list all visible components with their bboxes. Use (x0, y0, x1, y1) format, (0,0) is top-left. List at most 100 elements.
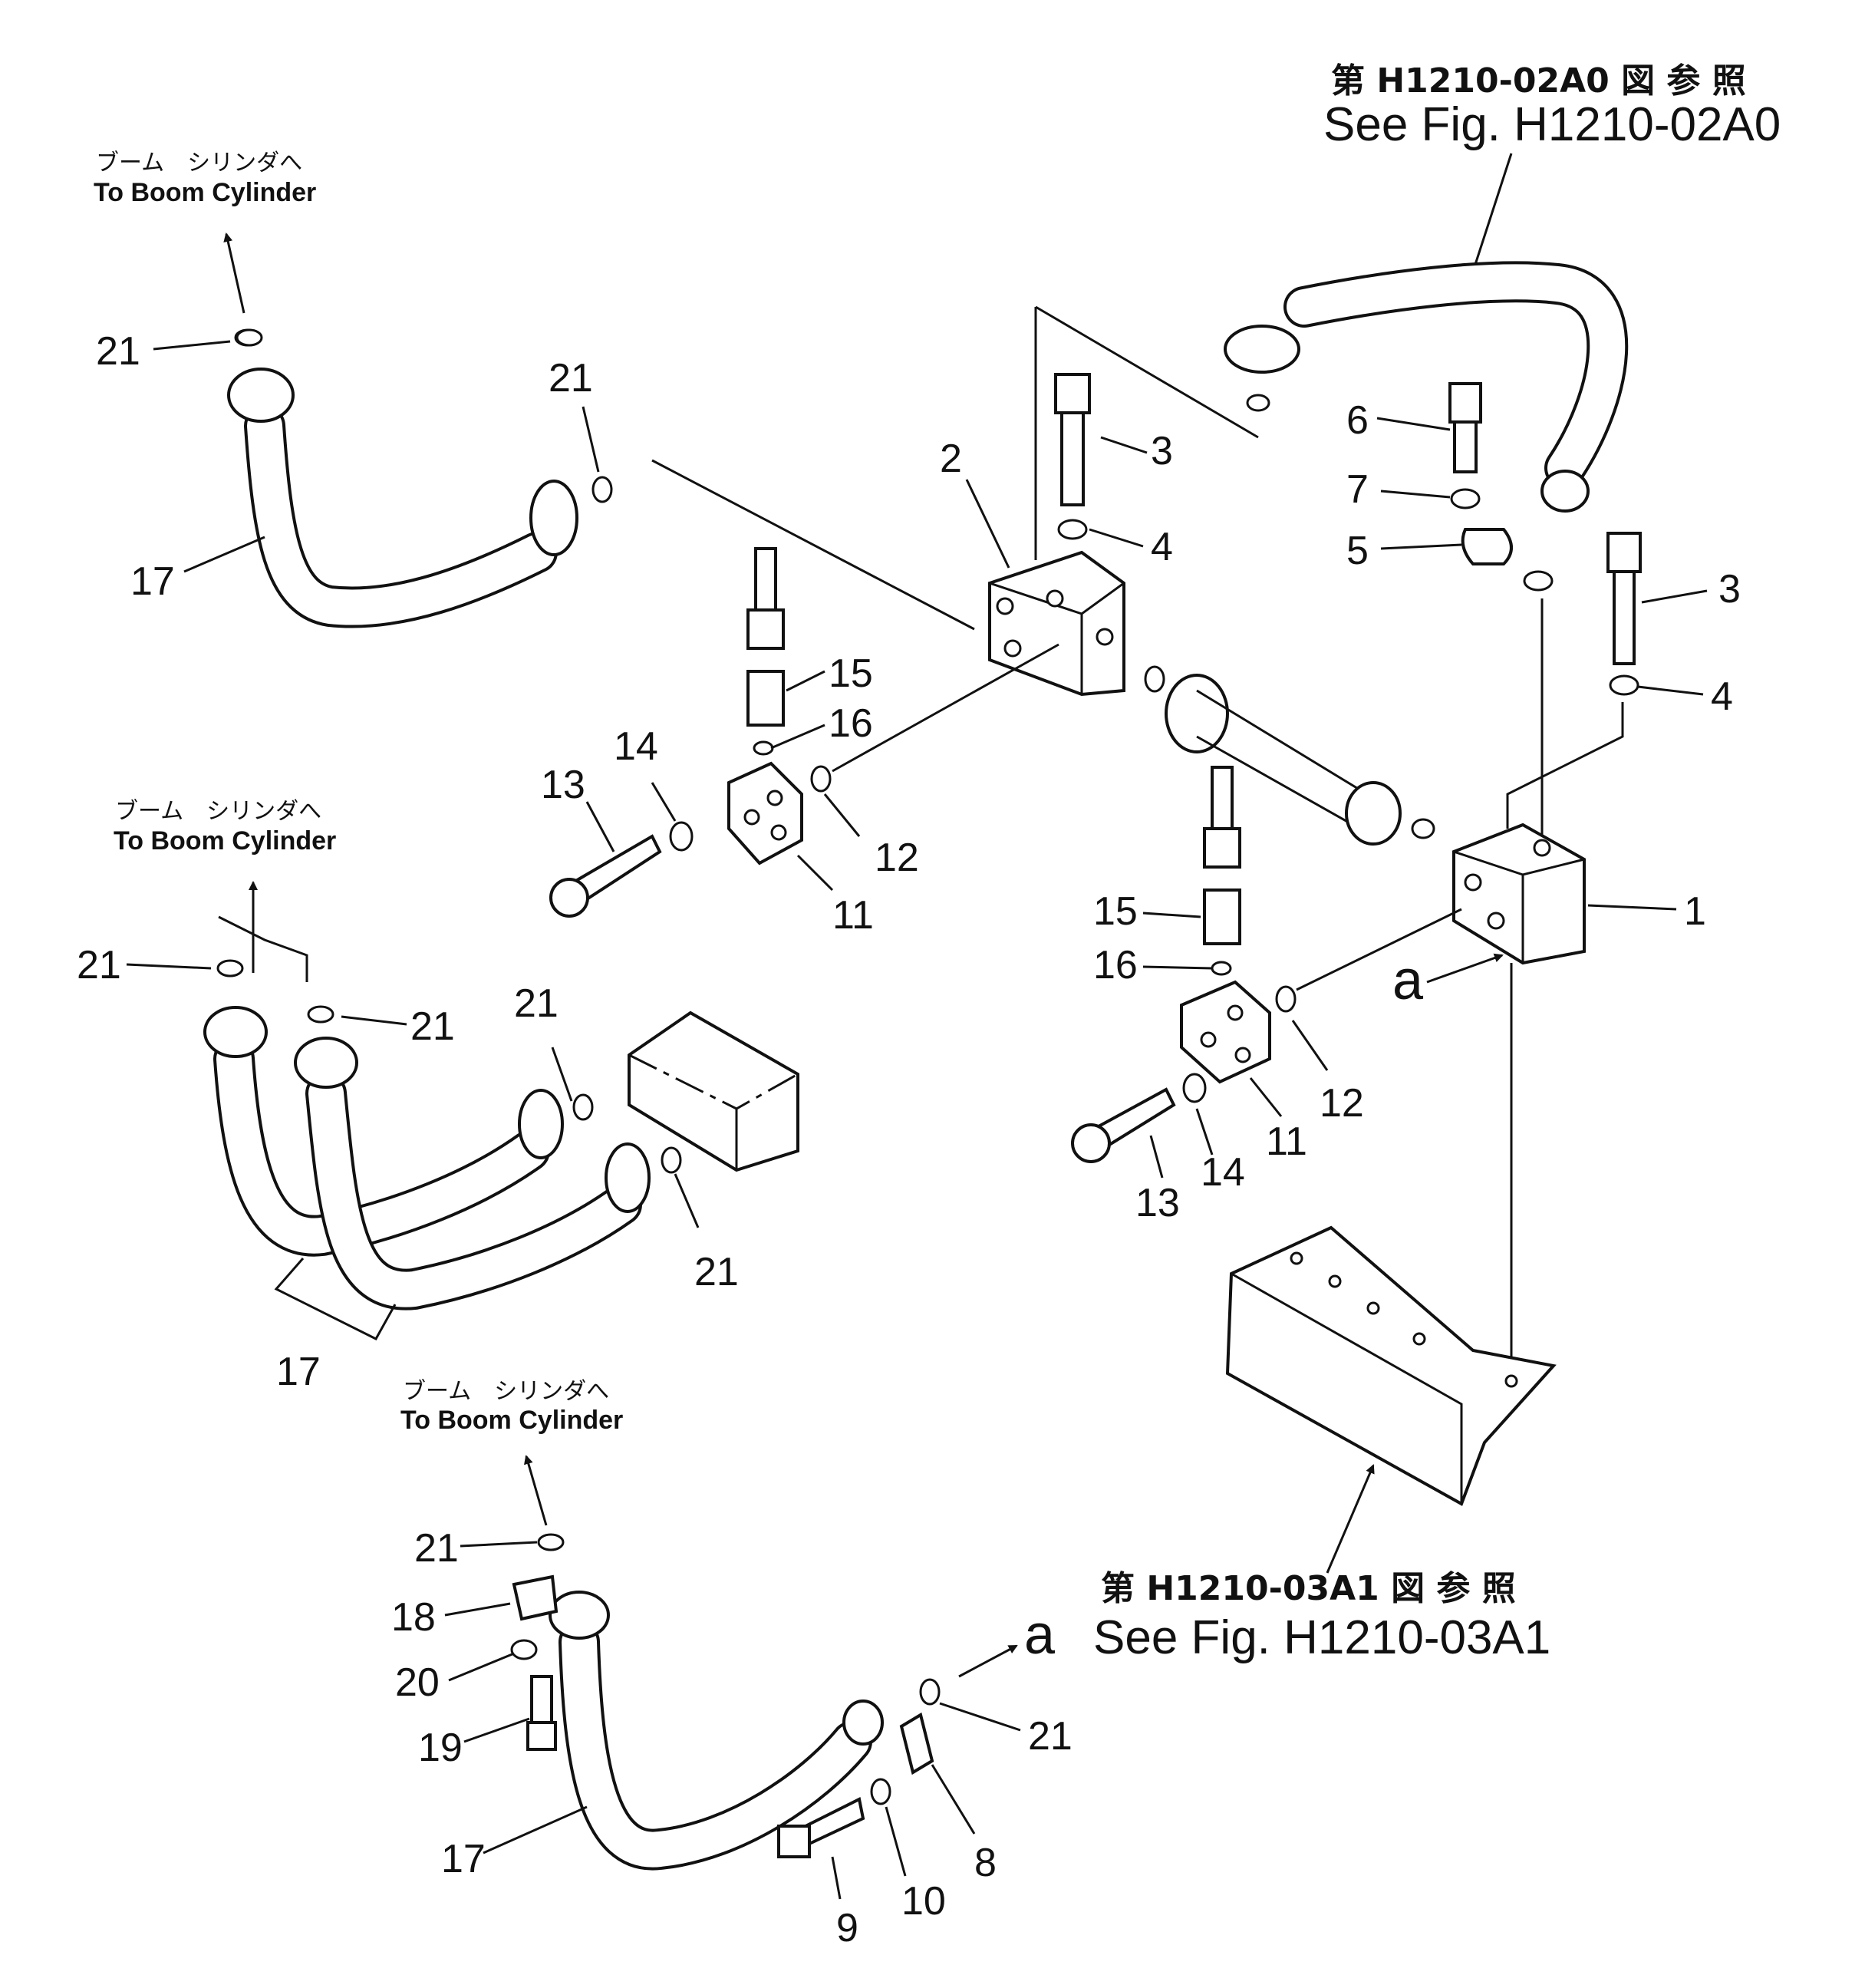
callout-21-f: 21 (694, 1250, 739, 1294)
oring-21-bottom (537, 1533, 565, 1551)
callout-8: 8 (974, 1841, 997, 1885)
bolt-19-head (526, 1721, 557, 1751)
oring-16a (753, 740, 774, 756)
callout-13-right: 13 (1135, 1181, 1180, 1225)
washer-4-right (1609, 674, 1639, 696)
view-mark-lower: a (1024, 1604, 1056, 1666)
oring-12b (1275, 985, 1297, 1013)
callout-3-center: 3 (1151, 429, 1173, 473)
flange-17-mid-b (294, 1037, 358, 1089)
boom-cylinder-bottom-jp: ブーム シリンダへ (403, 1378, 609, 1405)
arrow-to-boom-bottom (524, 1455, 548, 1526)
boom-cylinder-bottom-en: To Boom Cylinder (400, 1406, 623, 1435)
callout-1: 1 (1684, 889, 1706, 934)
reference-bottom-jp: 第 H1210-03A1 図 参 照 (1101, 1569, 1516, 1608)
boom-cylinder-top-jp: ブーム シリンダへ (96, 150, 302, 176)
callout-21-c: 21 (77, 943, 121, 987)
flange-upper-right-b (1540, 470, 1590, 513)
bolt-3-right-head (1606, 532, 1642, 573)
flange-11a (727, 761, 803, 865)
callout-3-right: 3 (1718, 567, 1741, 612)
callout-15-right: 15 (1093, 889, 1138, 934)
view-mark-upper: a (1392, 950, 1424, 1011)
bolt-19-shank (530, 1675, 553, 1728)
bolt-3-right-shank (1613, 570, 1636, 665)
callout-12-center: 12 (875, 836, 919, 880)
callout-10: 10 (901, 1879, 946, 1924)
callout-2: 2 (940, 437, 962, 481)
flange-17-top-b (529, 480, 578, 556)
arrow-view-a-lower (958, 1644, 1018, 1678)
oring-21-bottom-right (919, 1678, 941, 1706)
bolt-3-center-shank (1060, 411, 1085, 506)
callout-14-right: 14 (1201, 1150, 1245, 1195)
pipe-flange-left (1165, 674, 1229, 753)
callout-4-right: 4 (1711, 674, 1733, 719)
callout-12-right: 12 (1320, 1081, 1364, 1126)
callout-7: 7 (1346, 467, 1369, 512)
callout-21-g: 21 (414, 1526, 459, 1571)
boom-cylinder-top-en: To Boom Cylinder (94, 178, 316, 207)
callout-14-center: 14 (614, 724, 658, 769)
callout-21-h: 21 (1028, 1714, 1073, 1759)
callout-21-b: 21 (549, 356, 593, 401)
bracket (1225, 1225, 1557, 1506)
callout-21-e: 21 (514, 981, 559, 1026)
fitting-15a (746, 670, 785, 727)
flange-17-bottom-b (842, 1700, 884, 1746)
callout-11-center: 11 (832, 893, 874, 938)
callout-16-center: 16 (829, 701, 873, 746)
block-1 (1452, 823, 1586, 965)
clamp-18 (512, 1574, 559, 1621)
callout-21-a: 21 (96, 329, 140, 374)
washer-7 (1450, 488, 1481, 509)
arrow-see-bottom (1326, 1464, 1375, 1574)
pipe-middle (1196, 689, 1374, 838)
callout-6: 6 (1346, 398, 1369, 443)
callout-20: 20 (395, 1660, 440, 1705)
pipe-stub-15a (754, 547, 777, 612)
boom-cylinder-middle-jp: ブーム シリンダへ (115, 798, 321, 825)
washer-14a (669, 821, 694, 852)
callout-17-bottom: 17 (441, 1837, 486, 1881)
callout-11-right: 11 (1266, 1119, 1307, 1164)
arrow-view-a-upper (1426, 953, 1504, 984)
flange-17-mid-a (203, 1006, 268, 1058)
bolt-6-shank (1453, 420, 1478, 473)
callout-5: 5 (1346, 529, 1369, 573)
fitting-15b (1203, 889, 1241, 945)
flange-upper-right-a (1224, 325, 1300, 374)
clamp-5 (1461, 528, 1513, 565)
pipe-flange-right (1345, 781, 1402, 846)
flange-17-bottom-a (549, 1591, 610, 1640)
arrow-see-top (1469, 153, 1513, 278)
callout-9: 9 (836, 1906, 858, 1950)
callout-13-center: 13 (541, 763, 585, 807)
callout-21-d: 21 (410, 1004, 455, 1049)
oring-16b (1211, 961, 1232, 976)
reference-bottom-en: See Fig. H1210-03A1 (1093, 1611, 1550, 1664)
callout-15-center: 15 (829, 651, 873, 696)
reference-top-en: See Fig. H1210-02A0 (1323, 98, 1781, 151)
block-2 (988, 550, 1125, 697)
flange-11b (1180, 980, 1271, 1084)
washer-14b (1182, 1073, 1207, 1103)
callout-17-top: 17 (130, 559, 175, 604)
callout-16-right: 16 (1093, 943, 1138, 987)
washer-4-center (1057, 519, 1088, 540)
boom-cylinder-middle-en: To Boom Cylinder (114, 826, 336, 856)
washer-10 (870, 1778, 891, 1805)
reference-top-jp: 第 H1210-02A0 図 参 照 (1331, 61, 1746, 101)
callout-4-center: 4 (1151, 525, 1173, 569)
washer-20 (510, 1639, 538, 1660)
bolt-6-head (1448, 382, 1482, 424)
bolt-3-center-head (1054, 373, 1091, 414)
callout-18: 18 (391, 1595, 436, 1640)
pipe-stub-15b (1211, 766, 1234, 830)
flange-17-top-a (227, 368, 295, 423)
oring-12a (810, 765, 832, 793)
arrow-to-boom-top (223, 232, 245, 314)
clamp-8 (899, 1712, 934, 1775)
callout-17-middle: 17 (276, 1350, 321, 1394)
